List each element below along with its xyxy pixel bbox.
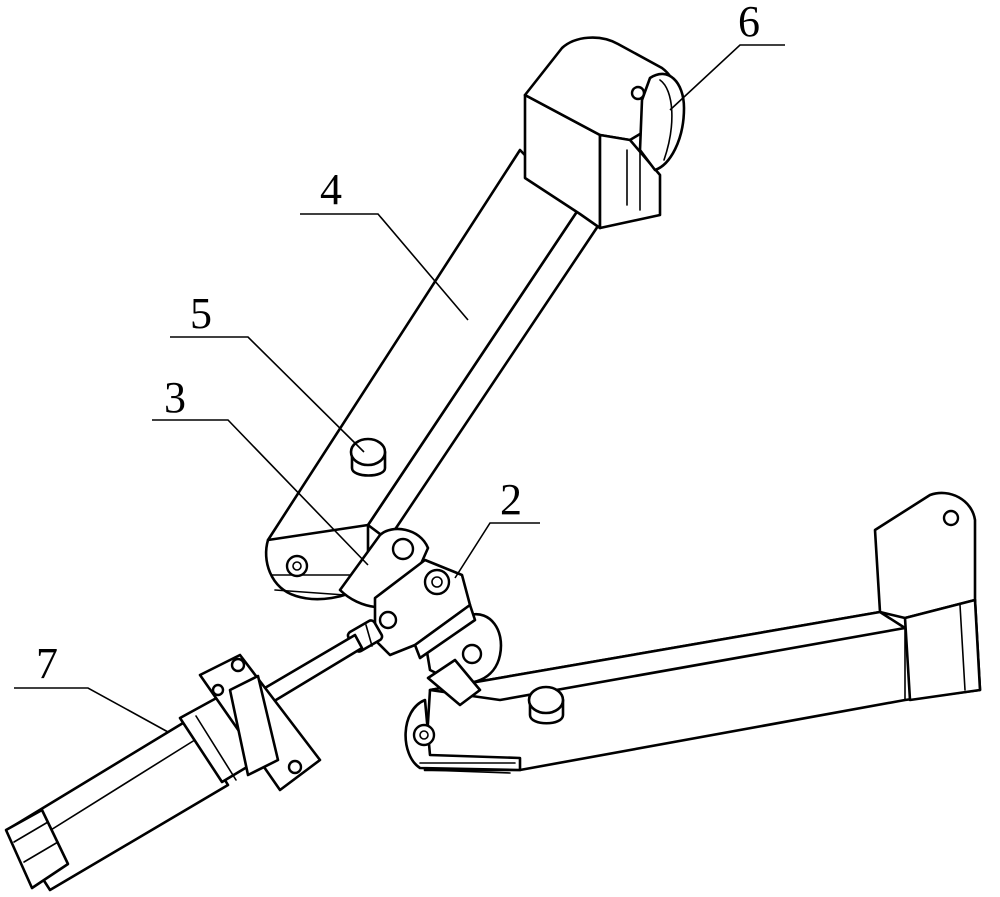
leader-7 [14,687,169,733]
clevis-pin [423,568,451,596]
piston-rod [256,633,364,708]
leader-lines [14,44,785,733]
actuator-7 [4,633,364,892]
arm-lower-pin [285,554,309,578]
part-labels: 2 3 4 5 6 7 [36,0,760,688]
lower-arm-pin [412,723,436,747]
upper-arm [264,36,686,601]
label-2: 2 [500,475,522,524]
leader-5 [170,336,365,453]
leader-3 [152,419,369,566]
stud-5 [349,437,387,477]
leader-4 [300,213,469,321]
mounting-bracket [198,653,322,792]
label-5: 5 [190,289,212,338]
leader-6 [669,44,785,111]
lower-arm-stud [527,685,565,725]
lower-arm-end [873,491,977,620]
label-4: 4 [320,165,342,214]
label-3: 3 [164,373,186,422]
lower-arm [404,491,982,774]
upper-roller [638,72,686,172]
label-7: 7 [36,639,58,688]
leader-2 [454,522,540,579]
cylinder-end-cap [4,808,70,890]
arm-head-pin [630,85,646,101]
label-6: 6 [738,0,760,46]
central-linkage [338,527,503,685]
